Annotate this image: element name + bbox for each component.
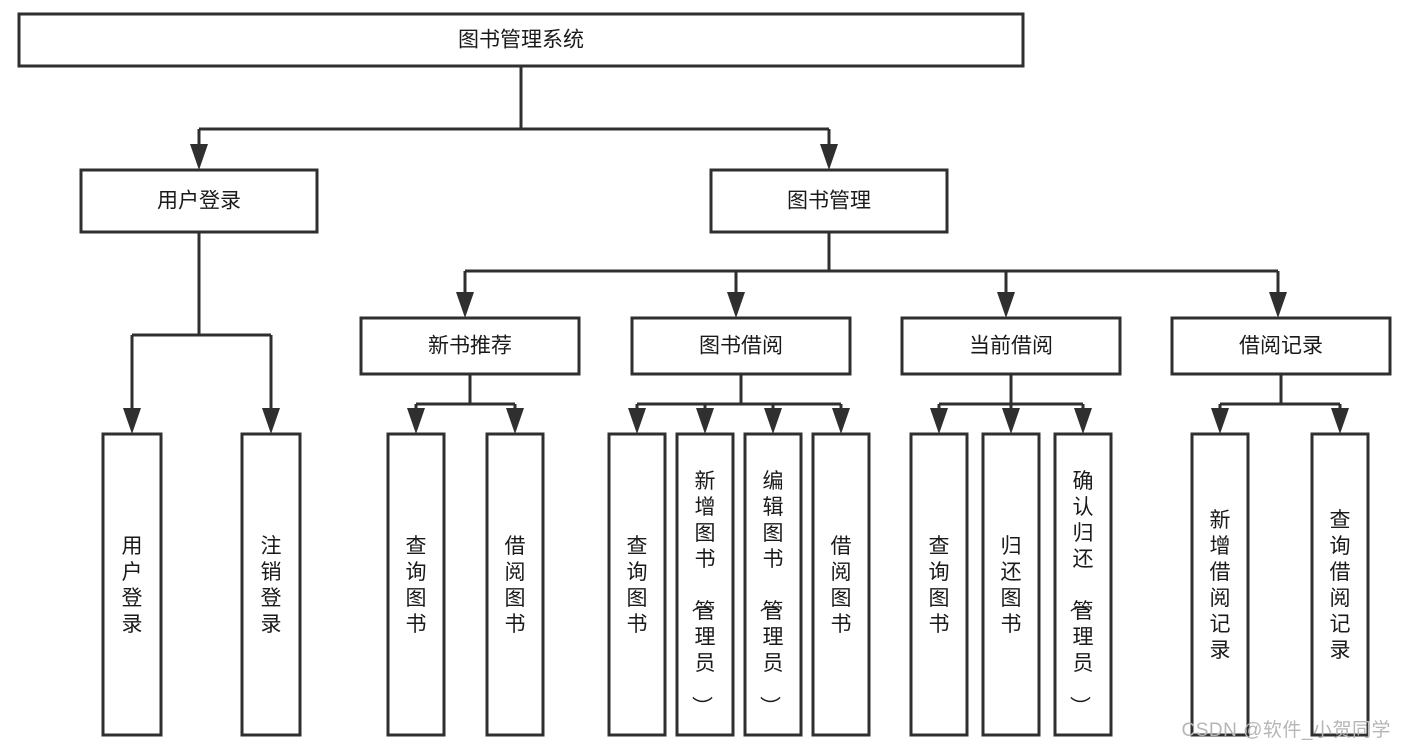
node-box-borrow-record[interactable]: [1170, 316, 1392, 376]
node-box-book-borrow[interactable]: [630, 316, 852, 376]
node-label-user-login: 用户登录: [157, 190, 241, 213]
node-leaf-add-book[interactable]: 新增图书（管理员）: [675, 432, 735, 737]
arrow-head-icon: [456, 292, 474, 318]
arrow-head-icon: [506, 408, 524, 434]
node-leaf-query-book-borrow[interactable]: 查询图书: [607, 432, 667, 737]
node-box-leaf-add-record[interactable]: [1190, 432, 1250, 737]
arrow-head-icon: [1211, 408, 1229, 434]
connector-book-borrow-to-leaves: [628, 374, 850, 434]
node-label-leaf-query-book-current: 查询图书: [929, 535, 950, 636]
connector-book-manage-to-level3: [456, 232, 1287, 318]
arrow-head-icon: [820, 144, 838, 170]
node-box-leaf-query-book-new[interactable]: [386, 432, 446, 737]
arrow-head-icon: [262, 408, 280, 434]
node-box-user-login[interactable]: [79, 168, 319, 234]
node-new-book-recommend[interactable]: 新书推荐: [359, 316, 581, 376]
node-book-borrow[interactable]: 图书借阅: [630, 316, 852, 376]
arrow-head-icon: [764, 408, 782, 434]
node-label-leaf-return-book: 归还图书: [1001, 535, 1022, 636]
node-layer: 图书管理系统用户登录图书管理新书推荐图书借阅当前借阅借阅记录用户登录注销登录查询…: [17, 12, 1392, 737]
node-box-book-manage[interactable]: [709, 168, 949, 234]
node-box-leaf-return-book[interactable]: [981, 432, 1041, 737]
node-leaf-query-book-current[interactable]: 查询图书: [909, 432, 969, 737]
node-label-leaf-add-book: 新增图书（管理员）: [690, 470, 716, 717]
node-borrow-record[interactable]: 借阅记录: [1170, 316, 1392, 376]
node-leaf-user-login[interactable]: 用户登录: [101, 432, 163, 737]
node-leaf-borrow-book[interactable]: 借阅图书: [811, 432, 871, 737]
node-label-leaf-confirm-return: 确认归还（管理员）: [1068, 470, 1094, 717]
node-leaf-edit-book[interactable]: 编辑图书（管理员）: [743, 432, 803, 737]
arrow-head-icon: [997, 292, 1015, 318]
node-label-leaf-query-record: 查询借阅记录: [1330, 509, 1351, 662]
node-leaf-query-book-new[interactable]: 查询图书: [386, 432, 446, 737]
node-label-leaf-logout: 注销登录: [261, 535, 282, 636]
node-box-leaf-logout[interactable]: [240, 432, 302, 737]
node-leaf-return-book[interactable]: 归还图书: [981, 432, 1041, 737]
arrow-head-icon: [1002, 408, 1020, 434]
node-box-leaf-borrow-book[interactable]: [811, 432, 871, 737]
node-book-manage[interactable]: 图书管理: [709, 168, 949, 234]
arrow-head-icon: [696, 408, 714, 434]
node-box-leaf-query-book-current[interactable]: [909, 432, 969, 737]
node-label-leaf-query-book-borrow: 查询图书: [627, 535, 648, 636]
node-box-current-borrow[interactable]: [900, 316, 1122, 376]
node-label-new-book-recommend: 新书推荐: [428, 335, 512, 358]
node-label-leaf-edit-book: 编辑图书（管理员）: [758, 470, 784, 717]
node-root[interactable]: 图书管理系统: [17, 12, 1025, 68]
node-box-leaf-edit-book[interactable]: [743, 432, 803, 737]
node-label-leaf-borrow-book: 借阅图书: [831, 535, 852, 636]
node-box-root[interactable]: [17, 12, 1025, 68]
arrow-head-icon: [1331, 408, 1349, 434]
arrow-head-icon: [832, 408, 850, 434]
node-label-root: 图书管理系统: [458, 29, 584, 52]
node-box-leaf-query-book-borrow[interactable]: [607, 432, 667, 737]
arrow-head-icon: [930, 408, 948, 434]
node-leaf-logout[interactable]: 注销登录: [240, 432, 302, 737]
node-leaf-query-record[interactable]: 查询借阅记录: [1310, 432, 1370, 737]
connector-root-to-level2: [190, 66, 838, 170]
arrow-head-icon: [190, 144, 208, 170]
node-leaf-confirm-return[interactable]: 确认归还（管理员）: [1053, 432, 1113, 737]
node-box-leaf-add-book[interactable]: [675, 432, 735, 737]
node-label-borrow-record: 借阅记录: [1239, 335, 1323, 358]
connector-borrow-record-to-leaves: [1211, 374, 1349, 434]
node-box-leaf-confirm-return[interactable]: [1053, 432, 1113, 737]
node-label-leaf-borrow-book-new: 借阅图书: [505, 535, 526, 636]
node-label-leaf-query-book-new: 查询图书: [406, 535, 427, 636]
node-box-leaf-borrow-book-new[interactable]: [485, 432, 545, 737]
node-label-book-manage: 图书管理: [787, 190, 871, 213]
node-box-leaf-query-record[interactable]: [1310, 432, 1370, 737]
connector-user-login-to-leaves: [123, 232, 280, 434]
node-label-leaf-user-login: 用户登录: [122, 535, 143, 636]
node-box-leaf-user-login[interactable]: [101, 432, 163, 737]
arrow-head-icon: [727, 292, 745, 318]
connector-new-book-to-leaves: [407, 374, 524, 434]
arrow-head-icon: [123, 408, 141, 434]
node-user-login[interactable]: 用户登录: [79, 168, 319, 234]
node-box-new-book-recommend[interactable]: [359, 316, 581, 376]
node-label-leaf-add-record: 新增借阅记录: [1210, 509, 1231, 662]
node-label-current-borrow: 当前借阅: [969, 335, 1053, 358]
node-leaf-add-record[interactable]: 新增借阅记录: [1190, 432, 1250, 737]
node-leaf-borrow-book-new[interactable]: 借阅图书: [485, 432, 545, 737]
connector-current-borrow-to-leaves: [930, 374, 1092, 434]
arrow-head-icon: [1074, 408, 1092, 434]
node-current-borrow[interactable]: 当前借阅: [900, 316, 1122, 376]
node-label-book-borrow: 图书借阅: [699, 335, 783, 358]
connector-layer: [123, 66, 1349, 434]
arrow-head-icon: [407, 408, 425, 434]
arrow-head-icon: [1269, 292, 1287, 318]
arrow-head-icon: [628, 408, 646, 434]
